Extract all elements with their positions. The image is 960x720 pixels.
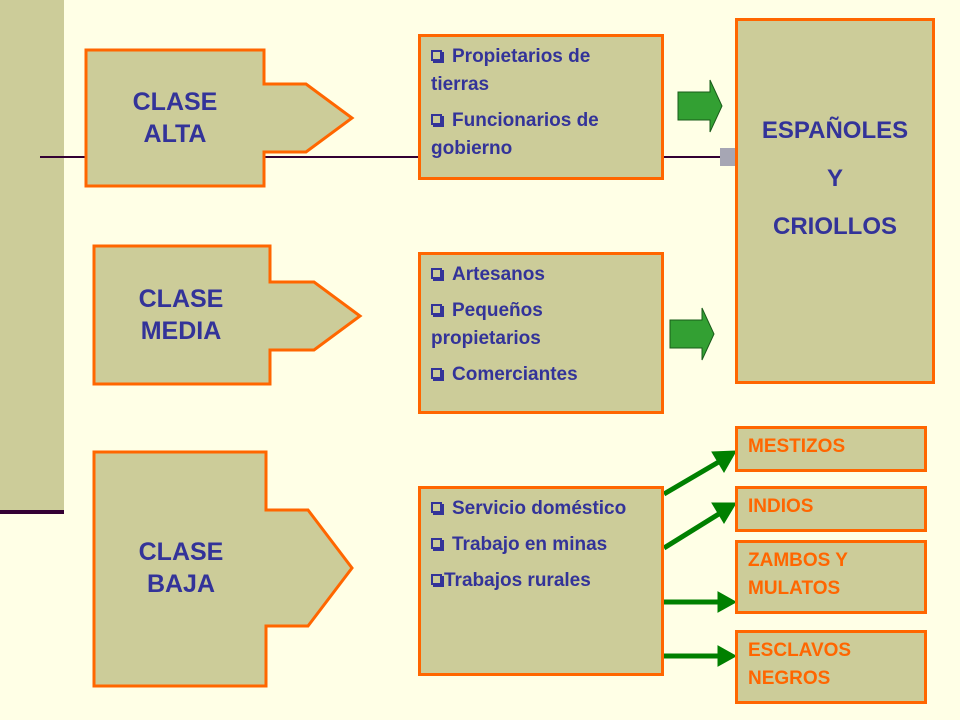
list-item: Comerciantes	[431, 361, 651, 389]
list-item: Trabajos rurales	[431, 567, 651, 595]
list-box-baja: Servicio doméstico Trabajo en minas Trab…	[418, 486, 664, 676]
arrow-head-indios	[711, 502, 737, 524]
top-divider-line	[40, 156, 720, 158]
elite-box: ESPAÑOLES Y CRIOLLOS	[735, 18, 935, 384]
arrow-head-esclavos	[717, 645, 738, 667]
square-bullet-icon	[431, 50, 442, 61]
square-bullet-icon	[431, 114, 442, 125]
arrow-head-mestizos	[711, 450, 737, 473]
clase-baja-arrow-shape	[92, 450, 354, 688]
list-item: Funcionarios de gobierno	[431, 110, 599, 159]
elite-line1: ESPAÑOLES	[761, 117, 909, 144]
green-arrow-alta	[677, 79, 723, 133]
group-zambos-mulatos: ZAMBOS Y MULATOS	[735, 540, 927, 614]
clase-alta-line2: ALTA	[143, 120, 207, 148]
arrow-head-zambos	[717, 591, 738, 613]
list-item: Pequeños propietarios	[431, 300, 543, 349]
sidebar-bar	[0, 0, 64, 512]
square-bullet-icon	[431, 268, 442, 279]
group-esclavos-negros: ESCLAVOS NEGROS	[735, 630, 927, 704]
gray-marker	[720, 148, 736, 166]
square-bullet-icon	[431, 368, 442, 379]
clase-media-line2: MEDIA	[140, 317, 222, 345]
square-bullet-icon	[431, 574, 442, 585]
list-item: Propietarios de tierras	[431, 46, 591, 95]
list-item: Trabajo en minas	[431, 531, 651, 559]
arrow-to-indios	[662, 509, 724, 551]
square-bullet-icon	[431, 502, 442, 513]
clase-media-line1: CLASE	[138, 285, 224, 313]
clase-alta-label: CLASE ALTA	[110, 86, 240, 150]
list-box-alta: Propietarios de tierras Funcionarios de …	[418, 34, 664, 180]
sidebar-bottom-line	[0, 510, 64, 514]
clase-baja-label: CLASE BAJA	[116, 536, 246, 600]
list-item: Servicio doméstico	[431, 495, 651, 523]
arrow-to-mestizos	[662, 457, 724, 497]
clase-media-arrow-shape	[92, 244, 363, 386]
elite-line2: Y	[826, 165, 843, 192]
square-bullet-icon	[431, 538, 442, 549]
clase-alta-line1: CLASE	[132, 88, 218, 116]
group-mestizos: MESTIZOS	[735, 426, 927, 472]
clase-baja-line1: CLASE	[138, 538, 224, 566]
group-indios: INDIOS	[735, 486, 927, 532]
elite-line3: CRIOLLOS	[773, 213, 897, 240]
clase-baja-line2: BAJA	[146, 570, 216, 598]
list-box-media: Artesanos Pequeños propietarios Comercia…	[418, 252, 664, 414]
list-item: Artesanos	[431, 261, 651, 289]
clase-media-label: CLASE MEDIA	[116, 283, 246, 347]
green-arrow-media	[669, 307, 715, 361]
square-bullet-icon	[431, 304, 442, 315]
clase-alta-arrow-shape	[84, 48, 355, 188]
